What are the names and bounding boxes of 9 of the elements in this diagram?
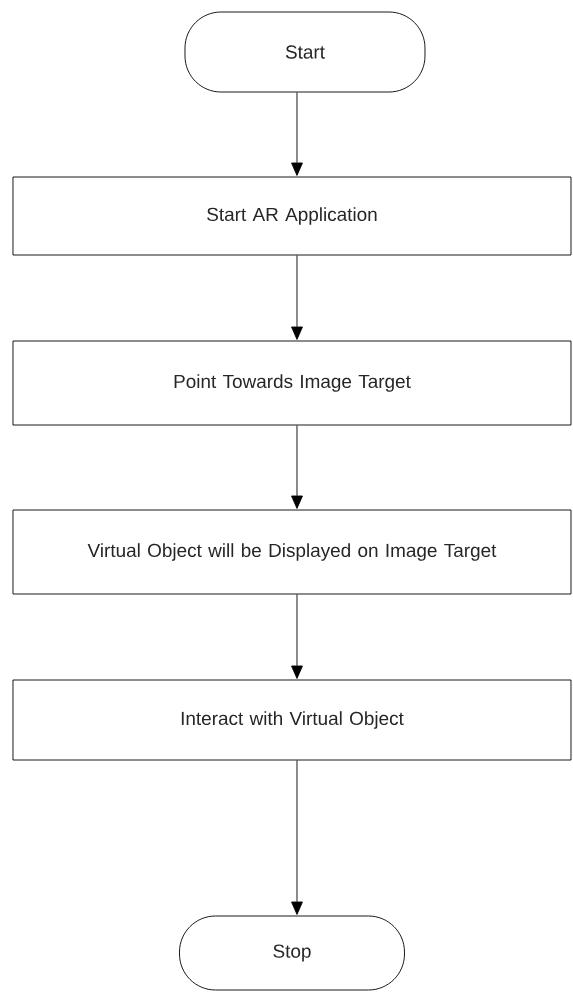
arrow [291,255,303,340]
process-box: Point Towards Image Target [12,340,572,426]
process-box: Virtual Object will be Displayed on Image Target [12,509,572,595]
arrow [291,425,303,509]
arrow [291,594,303,679]
arrow [291,760,303,915]
process-box: Start AR Application [12,176,572,256]
arrow [291,92,303,176]
process-box: Interact with Virtual Object [12,679,572,761]
